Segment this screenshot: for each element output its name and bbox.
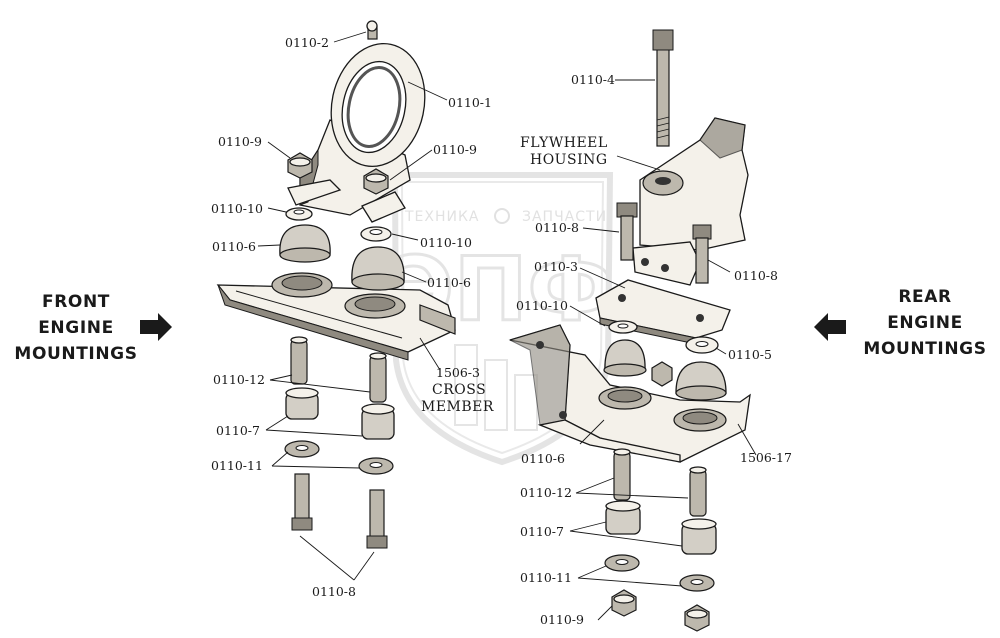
nut-0110-9-rear-left xyxy=(611,589,637,617)
sleeve-0110-12-rear-left xyxy=(613,448,631,501)
front-title-line2: ENGINE xyxy=(38,318,114,338)
washer-0110-11-front-right xyxy=(358,457,394,475)
watermark-gear-icon xyxy=(494,208,510,224)
rear-seat-right xyxy=(673,408,727,432)
washer-0110-11-rear-right xyxy=(679,574,715,592)
watermark-text-right: ЗАПЧАСТИ xyxy=(522,209,607,225)
label-0110-10-left: 0110-10 xyxy=(211,201,263,216)
watermark: ТЕХНИКА ЗАПЧАСТИ ЭПФ xyxy=(388,172,616,466)
label-0110-11-front: 0110-11 xyxy=(211,458,263,473)
cushion-0110-6-left xyxy=(279,224,331,263)
flywheel-housing xyxy=(632,117,749,286)
label-0110-6-left: 0110-6 xyxy=(212,239,256,254)
leader-lines xyxy=(257,31,757,621)
nut-0110-9-center xyxy=(363,168,389,195)
label-0110-4: 0110-4 xyxy=(571,72,615,87)
bolt-0110-8-flywheel xyxy=(616,202,638,261)
cushion-0110-7-rear-left xyxy=(605,500,641,535)
washer-0110-10-rear xyxy=(608,320,638,334)
label-0110-3: 0110-3 xyxy=(534,259,578,274)
rear-engine-mountings-title: REAR ENGINE MOUNTINGS xyxy=(855,284,995,362)
grease-nipple-0110-2 xyxy=(366,20,378,40)
label-0110-1: 0110-1 xyxy=(448,95,492,110)
sleeve-0110-12-rear-right xyxy=(689,466,707,517)
nut-0110-9-rear-right xyxy=(684,604,710,632)
nut-0110-9-left xyxy=(287,152,313,179)
rear-seat-left xyxy=(598,386,652,410)
bolt-0110-8-front-left xyxy=(291,473,313,531)
label-0110-5: 0110-5 xyxy=(728,347,772,362)
bolt-0110-8-front-right xyxy=(366,489,388,549)
cushion-0110-7-rear-right xyxy=(681,518,717,555)
label-0110-6-rear: 0110-6 xyxy=(521,451,565,466)
label-flywheel-line1: FLYWHEEL xyxy=(520,135,608,151)
label-cross-member-line2: CROSS xyxy=(432,382,486,398)
cushion-0110-6-center xyxy=(351,246,405,291)
cross-member-1506-3 xyxy=(216,284,456,361)
label-0110-7-front: 0110-7 xyxy=(216,423,260,438)
cushion-0110-6-rear-left xyxy=(603,339,647,377)
washer-0110-10-left xyxy=(285,207,313,221)
washer-0110-11-rear-left xyxy=(604,554,640,572)
sleeve-0110-12-front-right xyxy=(369,352,387,403)
rear-title-line1: REAR xyxy=(898,287,952,307)
label-0110-2: 0110-2 xyxy=(285,35,329,50)
washer-0110-10-center xyxy=(360,226,392,242)
label-0110-10-center: 0110-10 xyxy=(420,235,472,250)
label-0110-8-flywheel: 0110-8 xyxy=(535,220,579,235)
label-0110-9-center: 0110-9 xyxy=(433,142,477,157)
washer-0110-5 xyxy=(685,336,719,354)
watermark-text-left: ТЕХНИКА xyxy=(404,209,480,225)
label-cross-member-number: 1506-3 xyxy=(436,365,480,380)
cross-member-seat-center xyxy=(344,293,406,319)
label-0110-10-rear: 0110-10 xyxy=(516,298,568,313)
cross-member-seat-left xyxy=(271,272,333,298)
label-0110-9-bottom: 0110-9 xyxy=(540,612,584,627)
front-title-line3: MOUNTINGS xyxy=(14,344,138,364)
label-0110-12-front: 0110-12 xyxy=(213,372,265,387)
front-support-bracket-0110-1 xyxy=(287,42,426,223)
plate-0110-3 xyxy=(595,279,731,345)
bolt-0110-8-right xyxy=(692,224,712,284)
cushion-0110-7-front-left xyxy=(285,387,319,420)
label-0110-8-bottom: 0110-8 xyxy=(312,584,356,599)
label-0110-8-right: 0110-8 xyxy=(734,268,778,283)
washer-0110-11-front-left xyxy=(284,440,320,458)
label-0110-9-left: 0110-9 xyxy=(218,134,262,149)
label-0110-6-center: 0110-6 xyxy=(427,275,471,290)
front-title-line1: FRONT xyxy=(42,292,110,312)
label-0110-12-rear: 0110-12 xyxy=(520,485,572,500)
cushion-0110-6-rear-right xyxy=(675,361,727,401)
label-0110-7-rear: 0110-7 xyxy=(520,524,564,539)
sleeve-0110-12-front-left xyxy=(290,336,308,385)
rear-title-line3: MOUNTINGS xyxy=(863,339,987,359)
front-engine-mountings-title: FRONT ENGINE MOUNTINGS xyxy=(6,289,146,367)
cushion-0110-7-front-right xyxy=(361,403,395,440)
arrow-right-icon xyxy=(140,313,172,341)
arrow-left-icon xyxy=(814,313,846,341)
bolt-0110-4 xyxy=(652,29,674,147)
nut-0110-9-rear-mid xyxy=(651,361,673,387)
label-1506-17: 1506-17 xyxy=(740,450,792,465)
label-0110-11-rear: 0110-11 xyxy=(520,570,572,585)
rear-title-line2: ENGINE xyxy=(887,313,963,333)
label-flywheel-line2: HOUSING xyxy=(530,152,608,168)
label-cross-member-line3: MEMBER xyxy=(421,399,494,415)
